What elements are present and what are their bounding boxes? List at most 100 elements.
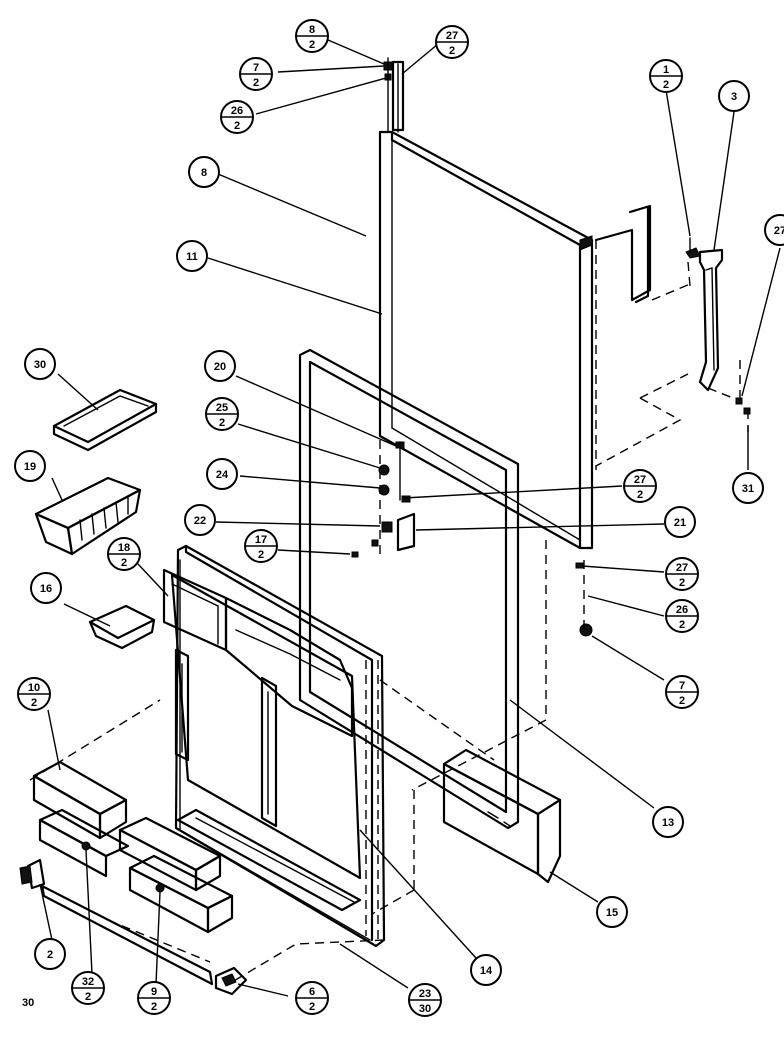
callout-number: 10 (28, 682, 40, 694)
callout-quantity: 2 (85, 991, 91, 1003)
callout-c7-2b: 72 (665, 675, 699, 709)
fresh-food-door (162, 544, 386, 948)
callout-c13: 13 (652, 806, 684, 838)
callout-c11: 11 (176, 240, 208, 272)
callout-number: 19 (24, 461, 36, 473)
callout-c9-2: 92 (137, 981, 171, 1015)
callout-number: 27 (446, 30, 458, 42)
callout-c17-2: 172 (244, 529, 278, 563)
door-shelf-9 (128, 854, 234, 934)
callout-quantity: 30 (419, 1003, 431, 1015)
upper-hinge-bracket (594, 204, 691, 304)
callout-number: 3 (731, 91, 737, 103)
door-shelf-32 (38, 808, 222, 892)
callout-c20: 20 (204, 350, 236, 382)
leader-lines (39, 39, 781, 997)
callout-quantity: 2 (151, 1001, 157, 1013)
callout-number: 2 (47, 949, 53, 961)
callout-number: 32 (82, 976, 94, 988)
callout-quantity: 2 (663, 79, 669, 91)
hinge-part-3 (685, 237, 724, 392)
callout-quantity: 2 (219, 417, 225, 429)
callout-c25-2: 252 (205, 397, 239, 431)
callout-c27-2a: 272 (435, 25, 469, 59)
callout-number: 20 (214, 361, 226, 373)
callout-c30: 30 (24, 348, 56, 380)
bottom-hinge-6 (214, 966, 248, 996)
callout-c27-2c: 272 (665, 557, 699, 591)
callout-number: 16 (40, 583, 52, 595)
callout-number: 22 (194, 515, 206, 527)
callout-number: 6 (309, 986, 315, 998)
assembly-guide-lines-mid (175, 380, 547, 791)
callout-number: 7 (253, 62, 259, 74)
callout-quantity: 2 (449, 45, 455, 57)
callout-quantity: 2 (679, 695, 685, 707)
callout-number: 18 (118, 542, 130, 554)
callout-quantity: 2 (253, 77, 259, 89)
callout-c27-2b: 272 (623, 469, 657, 503)
callout-number: 25 (216, 402, 228, 414)
corner-label: 30 (22, 997, 34, 1009)
callout-c26-2b: 262 (665, 599, 699, 633)
callout-quantity: 2 (258, 549, 264, 561)
callout-c27: 27 (764, 214, 784, 246)
callout-number: 7 (679, 680, 685, 692)
callout-number: 11 (186, 251, 198, 263)
callout-number: 21 (674, 517, 686, 529)
callout-c10-2: 102 (17, 677, 51, 711)
callout-number: 31 (742, 483, 754, 495)
assembly-guide-lines-right (595, 240, 749, 470)
callout-c8: 8 (188, 156, 220, 188)
callout-number: 8 (201, 167, 207, 179)
callout-number: 9 (151, 986, 157, 998)
callout-number: 14 (480, 965, 493, 977)
callout-c32-2: 322 (71, 971, 105, 1005)
callout-c24: 24 (206, 458, 238, 490)
door-shelf-10 (32, 760, 128, 840)
callout-c7-2a: 72 (239, 57, 273, 91)
callout-c16: 16 (30, 572, 62, 604)
callout-quantity: 2 (679, 619, 685, 631)
callout-quantity: 2 (309, 1001, 315, 1013)
egg-tray-lid-30 (52, 388, 158, 452)
butter-dish-16 (88, 604, 156, 650)
callout-number: 1 (663, 64, 669, 76)
callout-c1-2: 12 (649, 59, 683, 93)
egg-bin-19 (34, 476, 142, 556)
callout-number: 24 (216, 469, 229, 481)
middle-hinge-hardware (351, 441, 416, 558)
callout-number: 17 (255, 534, 267, 546)
callout-quantity: 2 (679, 577, 685, 589)
callout-quantity: 2 (637, 489, 643, 501)
callout-number: 30 (34, 359, 46, 371)
freezer-door-gasket (379, 132, 581, 549)
callout-number: 13 (662, 817, 674, 829)
callout-c2: 2 (34, 938, 66, 970)
door-gasket-frame (298, 348, 520, 830)
callout-c8-2: 82 (295, 19, 329, 53)
callout-number: 27 (634, 474, 646, 486)
callout-c21: 21 (664, 506, 696, 538)
callout-number: 27 (774, 225, 784, 237)
assembly-guide-lines-lower (29, 679, 495, 983)
callout-quantity: 2 (234, 120, 240, 132)
bottom-trim-2 (19, 858, 214, 986)
callout-number: 26 (231, 105, 243, 117)
callout-number: 8 (309, 24, 315, 36)
callout-number: 27 (676, 562, 688, 574)
callout-c18-2: 182 (107, 537, 141, 571)
callout-quantity: 2 (309, 39, 315, 51)
callout-c22: 22 (184, 504, 216, 536)
callout-c31: 31 (732, 472, 764, 504)
callout-quantity: 2 (121, 557, 127, 569)
callout-number: 15 (606, 907, 618, 919)
callout-c26-2a: 262 (220, 100, 254, 134)
crisper-cover-15 (442, 748, 562, 884)
top-hinge-hardware (383, 57, 405, 133)
callout-c6-2: 62 (295, 981, 329, 1015)
freezer-door (378, 130, 594, 550)
